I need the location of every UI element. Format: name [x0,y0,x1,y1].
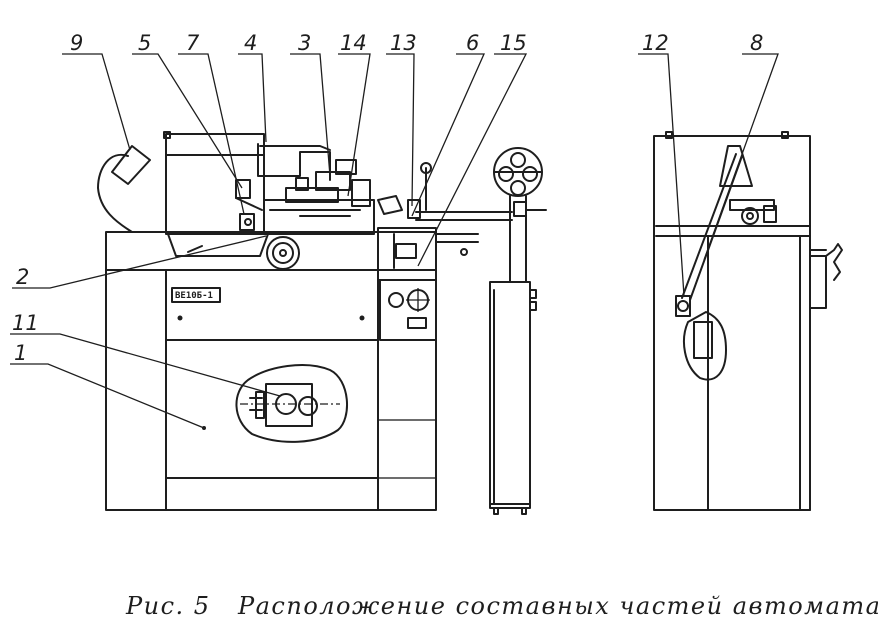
callout-1: 1 [14,341,27,365]
callout-labels: 9 5 7 4 3 14 13 6 15 12 8 2 11 1 [12,31,763,365]
machine-base [105,231,437,511]
callout-15: 15 [500,31,527,55]
callout-13: 13 [390,31,417,55]
nameplate-text: ВЕ10Б-1 [175,291,213,301]
callout-5: 5 [138,31,151,55]
callout-4: 4 [244,31,257,55]
callout-2: 2 [16,265,29,289]
motor-window [235,364,349,443]
handwheel [266,236,300,270]
side-unit [489,147,547,515]
callout-3: 3 [298,31,311,55]
callout-14: 14 [340,31,367,55]
callout-7: 7 [186,31,200,55]
figure-caption: Рис. 5 Расположение составных частей авт… [125,592,878,620]
callout-12: 12 [642,31,669,55]
side-view [653,131,843,511]
callout-8: 8 [750,31,763,55]
nameplate: ВЕ10Б-1 [171,287,221,303]
front-view: ВЕ10Б-1 [97,131,513,511]
callout-6: 6 [466,31,479,55]
callout-leaders [10,53,779,429]
callout-11: 11 [12,311,39,335]
work-lamp [97,145,151,233]
callout-9: 9 [70,31,83,55]
